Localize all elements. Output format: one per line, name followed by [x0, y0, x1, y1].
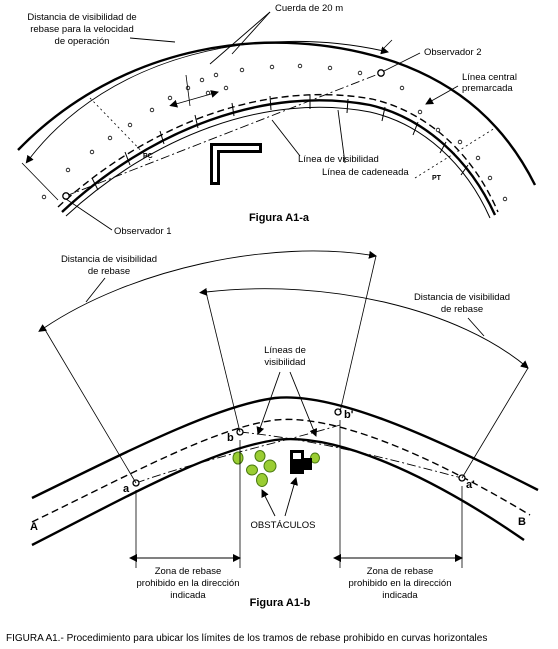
label-point-a-prime: a' [466, 479, 475, 491]
label-A: A [30, 521, 38, 533]
obstaculos-leader-left [261, 489, 276, 517]
rebase-label-leader [129, 37, 176, 43]
label-dist-left-2: de rebase [88, 266, 130, 277]
sight-line-b-right [239, 431, 463, 479]
label-observador-2: Observador 2 [424, 47, 482, 58]
road-b-center-line [31, 418, 531, 523]
label-rebase-l2: rebase para la velocidad [30, 24, 134, 35]
label-dist-right-2: de rebase [441, 304, 483, 315]
sight-line-a [65, 72, 382, 197]
obstacle-building [290, 450, 312, 474]
figure-a1-a: Distancia de visibilidad de rebase para … [17, 3, 537, 237]
label-point-b-prime: b' [344, 409, 354, 421]
observer-1-leader [65, 198, 113, 231]
label-B: B [518, 516, 526, 528]
dist-right-leader [467, 317, 485, 337]
label-linea-central-2: premarcada [462, 83, 513, 94]
pt-perpendicular [414, 127, 496, 179]
chainage-line-leader [337, 109, 346, 164]
zone-right-label-3: indicada [382, 590, 418, 601]
observer-2-marker [377, 69, 385, 77]
zone-right-label-2: prohibido en la dirección [349, 578, 452, 589]
label-point-a: a [123, 483, 130, 495]
zone-left-label-3: indicada [170, 590, 206, 601]
cuerda-leader-2 [231, 11, 271, 55]
label-obstaculos: OBSTÁCULOS [251, 520, 316, 531]
rebase-distance-arc-left [38, 250, 377, 332]
label-linea-cadeneada: Línea de cadeneada [322, 167, 409, 178]
obstaculos-leader-right [284, 477, 298, 517]
zone-right-label-1: Zona de rebase [367, 566, 434, 577]
label-cuerda: Cuerda de 20 m [275, 3, 343, 14]
obstacle-corner-symbol [210, 143, 262, 185]
dist-left-leader [85, 277, 106, 303]
premarked-center-line [57, 93, 499, 213]
sight-line-b-left [135, 424, 341, 484]
label-lineas-2: visibilidad [264, 357, 305, 368]
label-linea-visibilidad: Línea de visibilidad [298, 154, 379, 165]
rebase-distance-arc-right [199, 287, 529, 369]
figure-a1-b: Distancia de visibilidad de rebase Dista… [30, 250, 539, 609]
label-observador-1: Observador 1 [114, 226, 172, 237]
caption-figura-a1-a: Figura A1-a [249, 212, 310, 224]
label-lineas-1: Líneas de [264, 345, 306, 356]
road-b-outer-edge [31, 396, 539, 500]
obstacle-bushes [232, 450, 320, 487]
caption-figura-a1-b: Figura A1-b [250, 597, 311, 609]
label-pc: PC [143, 153, 153, 160]
footer-caption: FIGURA A1.- Procedimiento para ubicar lo… [6, 633, 487, 644]
cuerda-chord [169, 90, 219, 108]
label-dist-left-1: Distancia de visibilidad [61, 254, 157, 265]
observer-2-leader [383, 52, 421, 72]
lineas-leader-left [256, 371, 281, 435]
label-pt: PT [432, 175, 442, 182]
central-line-leader [425, 85, 459, 105]
label-dist-right-1: Distancia de visibilidad [414, 292, 510, 303]
zone-left-label-2: prohibido en la dirección [137, 578, 240, 589]
zone-left-label-1: Zona de rebase [155, 566, 222, 577]
label-rebase-l1: Distancia de visibilidad de [27, 12, 136, 23]
label-rebase-l3: de operación [55, 36, 110, 47]
observer-1-marker [62, 192, 70, 200]
road-b-inner-edge [31, 437, 525, 547]
label-point-b: b [227, 432, 234, 444]
lineas-leader-right [289, 371, 318, 437]
cuerda-leader-1 [209, 11, 271, 65]
pc-perpendicular [89, 97, 151, 161]
visibility-line-leader [271, 119, 301, 157]
rebase-distance-arc [25, 40, 389, 164]
label-linea-central-1: Línea central [462, 72, 517, 83]
point-b-prime-marker [334, 408, 342, 416]
